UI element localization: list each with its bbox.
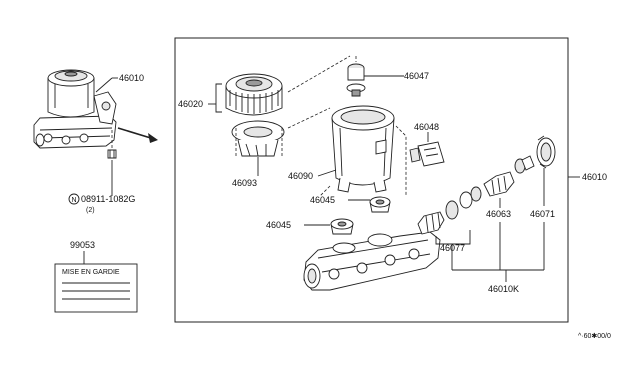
piston-b-illustration — [483, 155, 535, 197]
label-46071: 46071 — [530, 209, 555, 219]
label-46045-upper: 46045 — [310, 195, 335, 205]
piston-spring-a-illustration — [417, 186, 482, 235]
label-46090: 46090 — [288, 171, 313, 181]
grommet-lower-illustration — [330, 218, 354, 235]
circled-n-letter: N — [72, 197, 77, 204]
exploded-view-frame — [174, 37, 569, 323]
circled-n-icon: N — [68, 193, 80, 205]
label-bolt-qty: (2) — [86, 207, 95, 214]
master-cylinder-small-illustration — [33, 69, 117, 159]
label-46048: 46048 — [414, 122, 439, 132]
label-99053: 99053 — [70, 240, 95, 250]
label-46063: 46063 — [486, 209, 511, 219]
label-bolt-ref: 08911-1082G — [81, 194, 135, 204]
connector-illustration — [409, 141, 445, 167]
label-46010-left: 46010 — [119, 73, 144, 83]
grommet-upper-illustration — [369, 196, 391, 213]
label-46010k: 46010K — [488, 284, 519, 294]
arrow-right-icon — [117, 127, 158, 143]
label-46045-lower: 46045 — [266, 220, 291, 230]
small-cap-illustration — [346, 63, 366, 97]
label-46077: 46077 — [440, 243, 465, 253]
label-46010-right: 46010 — [582, 172, 607, 182]
strainer-illustration — [231, 120, 285, 157]
warning-label-text: MISE EN GARDIE — [62, 269, 120, 276]
seal-ring-illustration — [536, 135, 556, 169]
label-46093: 46093 — [232, 178, 257, 188]
diagram-code: ^·60✱00/0 — [578, 332, 611, 340]
label-46047: 46047 — [404, 71, 429, 81]
cylinder-body-illustration — [303, 231, 441, 291]
reservoir-tank-illustration — [331, 105, 395, 193]
label-46020: 46020 — [178, 99, 203, 109]
warning-label-illustration: MISE EN GARDIE — [54, 263, 138, 313]
reservoir-cap-illustration — [225, 73, 283, 116]
